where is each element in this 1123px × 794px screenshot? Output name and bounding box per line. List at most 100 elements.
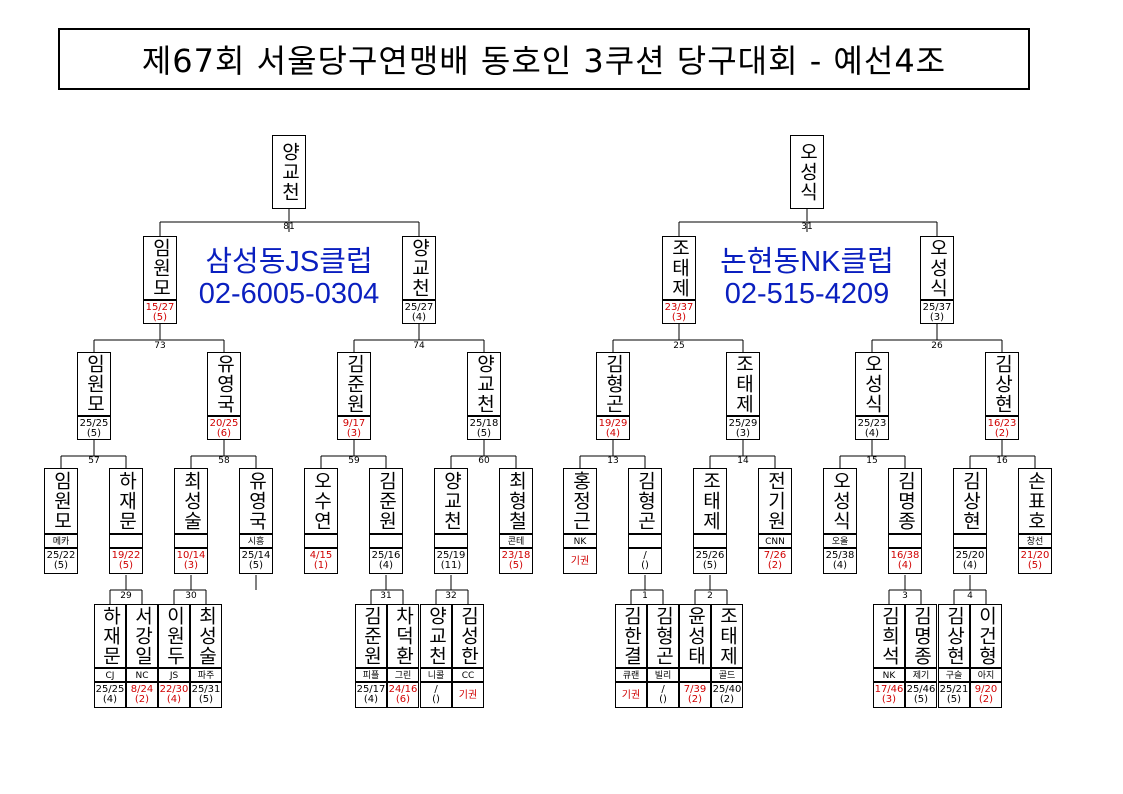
innings-value: (2) xyxy=(994,428,1010,439)
player-name-box: 김상현 xyxy=(985,352,1019,416)
player-name-box: 김한결 xyxy=(615,604,647,668)
score-value: 21/20 xyxy=(1020,550,1050,561)
score-value: 25/19 xyxy=(436,550,466,561)
club-cell xyxy=(888,534,922,548)
innings-value: (2) xyxy=(767,560,783,571)
player-name: 김성한 xyxy=(457,606,480,666)
player-name: 김형곤 xyxy=(602,354,625,414)
player-name: 이원두 xyxy=(163,606,186,666)
score-cell: 7/26(2) xyxy=(758,548,792,574)
innings-value: () xyxy=(641,560,649,571)
score-value: 25/22 xyxy=(46,550,76,561)
match-number: 31 xyxy=(380,591,392,601)
score-cell: 17/46(3) xyxy=(873,682,905,708)
score-cell: 25/46(5) xyxy=(905,682,937,708)
club-cell xyxy=(693,534,727,548)
player-name: 김형곤 xyxy=(652,606,675,666)
player-name-box: 오성식 xyxy=(790,135,824,209)
club-cell: 콘테 xyxy=(499,534,533,548)
club-cell: CC xyxy=(452,668,484,682)
match-number: 29 xyxy=(120,591,132,601)
club-cell: NK xyxy=(873,668,905,682)
player-name-box: 양교천 xyxy=(467,352,501,416)
player-name-box: 오성식 xyxy=(855,352,889,416)
player-name-box: 양교천 xyxy=(420,604,452,668)
player-name: 조태제 xyxy=(699,471,722,531)
club-cell: 골드 xyxy=(711,668,743,682)
player-name: 임원모 xyxy=(149,238,172,298)
player-name: 김준원 xyxy=(375,471,398,531)
club-cell: CNN xyxy=(758,534,792,548)
match-number: 3 xyxy=(902,591,908,601)
player-name: 최형철 xyxy=(505,471,528,531)
player-name: 최성술 xyxy=(180,471,203,531)
player-name: 조태제 xyxy=(668,238,691,298)
score-value: 9/17 xyxy=(342,418,366,429)
innings-value: (5) xyxy=(118,560,134,571)
player-name: 양교천 xyxy=(278,142,301,202)
player-name-box: 오성식 xyxy=(823,468,857,534)
player-name-box: 김준원 xyxy=(355,604,387,668)
club-name: 논현동NK클럽 xyxy=(720,246,894,278)
player-name-box: 윤성태 xyxy=(679,604,711,668)
club-cell: CJ xyxy=(94,668,126,682)
score-cell: 8/24(2) xyxy=(126,682,158,708)
match-number: 14 xyxy=(737,456,749,466)
score-cell: 24/16(6) xyxy=(387,682,419,708)
match-number: 57 xyxy=(88,456,100,466)
club-phone: 02-515-4209 xyxy=(724,278,890,310)
innings-value: (4) xyxy=(864,428,880,439)
innings-value: (5) xyxy=(913,694,929,705)
player-name: 홍정근 xyxy=(569,471,592,531)
score-value: 7/26 xyxy=(763,550,787,561)
score-value: / xyxy=(434,684,438,695)
score-cell: 19/29(4) xyxy=(596,416,630,440)
score-value: 10/14 xyxy=(176,550,206,561)
score-cell: 25/25(5) xyxy=(77,416,111,440)
score-value: 19/29 xyxy=(598,418,628,429)
match-number: 26 xyxy=(931,341,943,351)
player-name: 임원모 xyxy=(83,354,106,414)
match-number: 73 xyxy=(154,341,166,351)
club-cell: NK xyxy=(563,534,597,548)
club-cell: JS xyxy=(158,668,190,682)
player-name-box: 김상현 xyxy=(938,604,970,668)
player-name: 김형곤 xyxy=(634,471,657,531)
score-cell: 기권 xyxy=(452,682,484,708)
innings-value: (3) xyxy=(671,312,687,323)
player-name: 오성식 xyxy=(829,471,852,531)
player-name: 오성식 xyxy=(861,354,884,414)
player-name: 하재문 xyxy=(115,471,138,531)
match-number: 1 xyxy=(642,591,648,601)
score-cell: 20/25(6) xyxy=(207,416,241,440)
score-cell: 기권 xyxy=(563,548,597,574)
score-cell: 25/19(11) xyxy=(434,548,468,574)
player-name-box: 최성술 xyxy=(190,604,222,668)
club-cell xyxy=(174,534,208,548)
player-name-box: 차덕환 xyxy=(387,604,419,668)
score-value: 7/39 xyxy=(683,684,707,695)
club-cell: 메카 xyxy=(44,534,78,548)
innings-value: (5) xyxy=(702,560,718,571)
score-value: 25/29 xyxy=(728,418,758,429)
score-cell: 25/27(4) xyxy=(402,300,436,324)
score-cell: 25/37(3) xyxy=(920,300,954,324)
club-cell: 파주 xyxy=(190,668,222,682)
player-name-box: 이건형 xyxy=(970,604,1002,668)
score-value: 24/16 xyxy=(388,684,418,695)
score-value: 9/20 xyxy=(974,684,998,695)
match-number: 81 xyxy=(283,222,295,232)
innings-value: (11) xyxy=(440,560,462,571)
player-name: 오성식 xyxy=(926,238,949,298)
player-name-box: 조태제 xyxy=(711,604,743,668)
match-number: 31 xyxy=(801,222,813,232)
score-value: / xyxy=(661,684,665,695)
match-number: 2 xyxy=(707,591,713,601)
match-number: 4 xyxy=(967,591,973,601)
score-value: 25/18 xyxy=(469,418,499,429)
score-cell: 25/22(5) xyxy=(44,548,78,574)
player-name: 최성술 xyxy=(195,606,218,666)
player-name-box: 김형곤 xyxy=(647,604,679,668)
player-name-box: 하재문 xyxy=(94,604,126,668)
